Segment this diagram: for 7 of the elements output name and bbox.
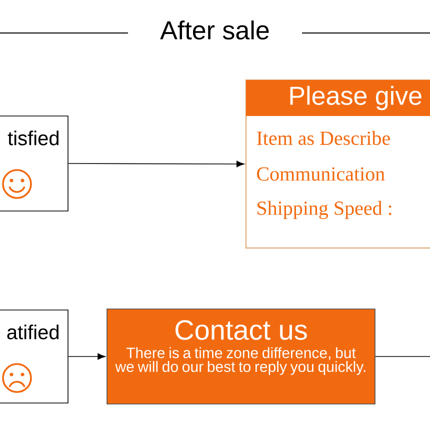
arrow [68, 353, 106, 360]
arrow [68, 160, 244, 168]
status-box: atified [0, 310, 68, 404]
status-box: tisfied [0, 116, 68, 212]
title: After sale [160, 20, 269, 40]
contact-box: Contact us There is a time zone difference, but we will do our best to reply you quickly. [106, 308, 376, 404]
rating-box: Please give Item as Describe Communication Shipping Speed : [246, 80, 430, 248]
